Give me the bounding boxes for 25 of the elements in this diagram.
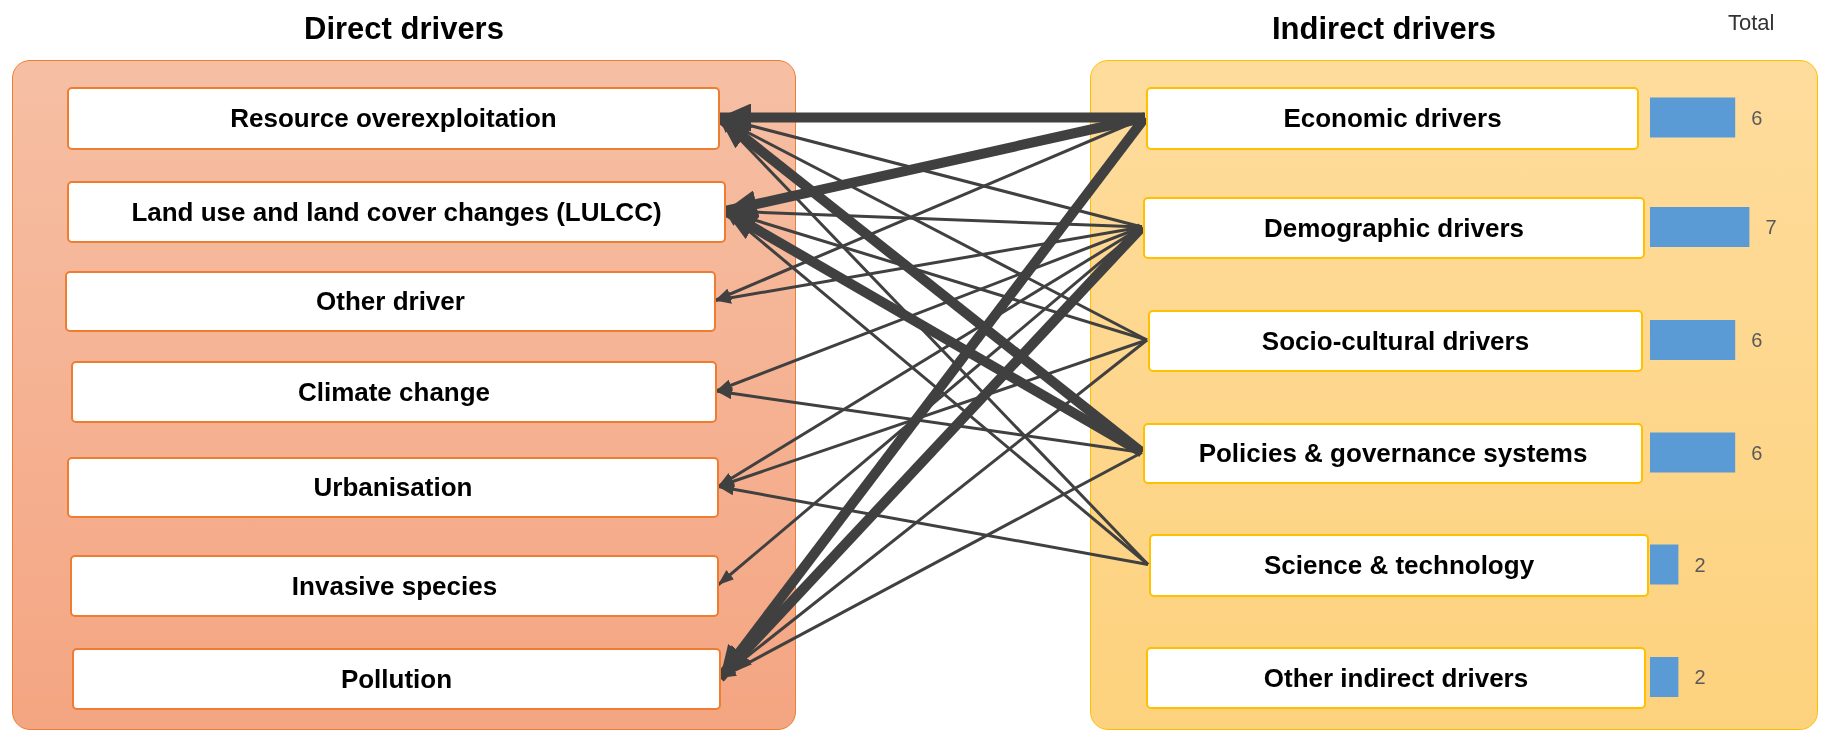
value-label: 2: [1694, 666, 1706, 688]
driver-box: Other driver: [65, 271, 716, 332]
driver-box: Socio-cultural drivers: [1148, 310, 1643, 372]
value-label: 6: [1751, 329, 1763, 351]
arrow: [719, 103, 1145, 132]
driver-box: Invasive species: [70, 555, 719, 617]
value-label: 2: [1694, 553, 1706, 576]
driver-box: Climate change: [71, 361, 717, 423]
group-heading: Indirect drivers: [1271, 11, 1497, 47]
driver-box: Science & technology: [1149, 534, 1649, 597]
group-heading: Direct drivers: [303, 11, 505, 47]
driver-box: Other indirect drivers: [1146, 647, 1646, 709]
value-label: 6: [1751, 441, 1763, 464]
driver-box: Demographic drivers: [1143, 197, 1645, 259]
driver-box: Economic drivers: [1146, 87, 1639, 150]
driver-box: Urbanisation: [67, 457, 719, 518]
driver-box: Policies & governance systems: [1143, 423, 1643, 484]
driver-box: Land use and land cover changes (LULCC): [67, 181, 726, 243]
driver-box: Pollution: [72, 648, 721, 710]
arrow: [714, 116, 1146, 302]
value-label: 7: [1765, 216, 1777, 238]
value-label: 6: [1751, 106, 1763, 129]
driver-box: Resource overexploitation: [67, 87, 720, 150]
chart-title: Total: [1728, 10, 1775, 36]
arrow: [717, 483, 1149, 566]
